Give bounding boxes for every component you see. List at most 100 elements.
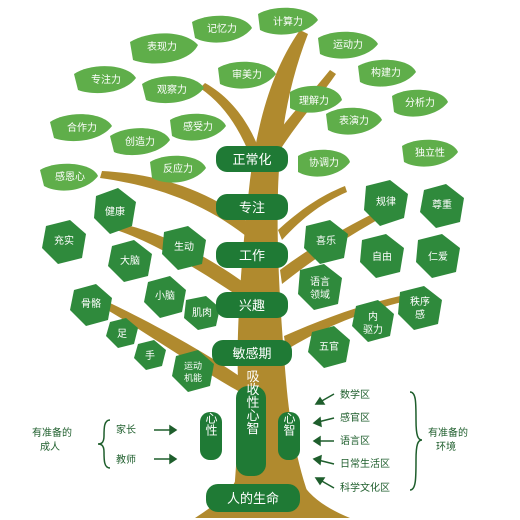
leaf-label: 肌肉 xyxy=(192,306,212,319)
leaf-zu: 足 xyxy=(106,318,138,348)
leaf-shou: 手 xyxy=(134,340,166,370)
leaf-label: 自由 xyxy=(372,250,392,263)
leaf-label: 运动 xyxy=(184,361,202,372)
leaf-label: 独立性 xyxy=(415,146,445,159)
leaf-label: 健康 xyxy=(105,205,125,218)
leaf-danao: 大脑 xyxy=(108,240,152,282)
inner-leaves: 健康 规律 尊重 充实 大脑 生动 喜乐 自由 xyxy=(42,180,464,392)
trunk-label-zhuanzhu: 专注 xyxy=(216,194,288,220)
leaf-label: 审美力 xyxy=(232,68,262,81)
leaf-xietiaoli: 协调力 xyxy=(298,149,350,177)
trunk-label-minganqi: 敏感期 xyxy=(212,340,292,366)
leaf-label: 内 xyxy=(368,310,378,323)
leaf-jirou: 肌肉 xyxy=(184,296,220,330)
svg-text:敏感期: 敏感期 xyxy=(232,346,271,362)
leaf-label: 合作力 xyxy=(67,121,97,134)
leaf-label: 驱力 xyxy=(363,323,383,336)
leaf-label: 喜乐 xyxy=(316,234,336,247)
leaf-chongshi: 充实 xyxy=(42,220,86,264)
leaf-label: 专注力 xyxy=(91,73,121,86)
svg-text:正常化: 正常化 xyxy=(232,153,271,168)
right-brace xyxy=(409,391,423,491)
leaf-label: 创造力 xyxy=(125,135,155,148)
leaf-ganenxin: 感恩心 xyxy=(40,163,98,191)
leaf-xiaonao: 小脑 xyxy=(144,276,186,318)
svg-text:工作: 工作 xyxy=(239,249,265,264)
svg-text:兴趣: 兴趣 xyxy=(239,299,265,314)
leaf-goujianli: 构建力 xyxy=(358,59,416,87)
trunk-label-xishouxingxinzhi: 吸收性心智 xyxy=(236,370,266,476)
leaf-guge: 骨骼 xyxy=(70,284,112,326)
env-area-sensorial: 感官区 xyxy=(340,411,370,424)
leaf-dulixing: 独立性 xyxy=(402,139,458,167)
trunk-label-xinxing: 心性 xyxy=(200,412,222,460)
leaf-shenmeili: 审美力 xyxy=(218,61,276,89)
svg-text:心性: 心性 xyxy=(204,412,218,437)
env-area-practical-life: 日常生活区 xyxy=(340,457,390,470)
leaf-ziyou: 自由 xyxy=(360,234,404,278)
leaf-guanchali: 观察力 xyxy=(142,76,204,104)
leaf-label: 充实 xyxy=(54,234,74,247)
leaf-guilv: 规律 xyxy=(364,180,408,226)
leaf-label: 生动 xyxy=(174,240,194,253)
left-item-teachers: 教师 xyxy=(116,453,136,466)
env-area-math: 数学区 xyxy=(340,388,370,401)
leaf-label: 记忆力 xyxy=(207,22,237,35)
leaf-label: 规律 xyxy=(376,195,396,208)
leaf-label: 秩序 xyxy=(410,295,430,308)
leaf-hezuoli: 合作力 xyxy=(50,114,112,142)
outer-leaves: 表现力 记忆力 计算力 运动力 专注力 观察力 审美力 构建力 xyxy=(40,7,458,191)
leaf-label: 协调力 xyxy=(309,156,339,169)
leaf-label: 手 xyxy=(145,349,155,362)
trunk-label-xinzhi: 心智 xyxy=(278,412,300,460)
leaf-label: 感受力 xyxy=(183,120,213,133)
svg-text:人的生命: 人的生命 xyxy=(227,491,279,507)
leaf-label: 仁爱 xyxy=(428,250,448,263)
leaf-label: 小脑 xyxy=(155,289,175,302)
leaf-jiyili: 记忆力 xyxy=(192,15,252,43)
leaf-renai: 仁爱 xyxy=(416,234,460,278)
leaf-fanyingli: 反应力 xyxy=(150,155,206,183)
right-side-prepared-environment: 数学区 感官区 语言区 日常生活区 科学文化区 有准备的 环境 xyxy=(312,388,468,494)
leaf-yundongli: 运动力 xyxy=(318,31,378,59)
leaf-label: 感 xyxy=(415,308,425,321)
svg-text:心智: 心智 xyxy=(282,412,296,437)
trunk-label-rendeshengming: 人的生命 xyxy=(206,484,300,512)
leaf-label: 分析力 xyxy=(405,96,435,109)
trunk-label-xingqu: 兴趣 xyxy=(216,292,288,318)
leaf-lijieli: 理解力 xyxy=(290,85,342,113)
leaf-label: 领域 xyxy=(310,288,330,301)
leaf-ganshouli: 感受力 xyxy=(170,113,226,141)
leaf-label: 运动力 xyxy=(333,38,363,51)
left-title-line2: 成人 xyxy=(40,441,60,453)
leaf-zhuyili: 专注力 xyxy=(74,66,136,94)
leaf-neiqu: 内 驱力 xyxy=(352,300,394,342)
leaf-label: 表演力 xyxy=(339,114,369,127)
leaf-label: 尊重 xyxy=(432,198,452,211)
leaf-zunzhong: 尊重 xyxy=(420,184,464,228)
right-title-line1: 有准备的 xyxy=(428,426,468,439)
leaf-biaoyanli: 表演力 xyxy=(326,107,382,135)
leaf-yundongjineng: 运动 机能 xyxy=(172,350,214,392)
left-side-prepared-adult: 有准备的 成人 家长 教师 xyxy=(32,419,178,469)
leaf-label: 观察力 xyxy=(157,83,187,96)
svg-text:吸收性心智: 吸收性心智 xyxy=(244,370,260,435)
leaf-label: 计算力 xyxy=(273,15,303,28)
leaf-zhixugan: 秩序 感 xyxy=(398,286,442,330)
leaf-fenxili: 分析力 xyxy=(392,89,448,117)
leaf-biaoxianli: 表现力 xyxy=(130,33,198,64)
env-area-science-culture: 科学文化区 xyxy=(340,481,390,494)
leaf-label: 理解力 xyxy=(299,94,329,107)
right-title-line2: 环境 xyxy=(436,440,456,453)
leaf-label: 表现力 xyxy=(147,40,177,53)
trunk-labels: 正常化 专注 工作 兴趣 敏感期 吸收性心智 心性 心智 xyxy=(200,146,300,512)
leaf-label: 大脑 xyxy=(120,254,140,267)
leaf-label: 足 xyxy=(117,328,127,340)
trunk-label-gongzuo: 工作 xyxy=(216,242,288,268)
leaf-jiankang: 健康 xyxy=(94,188,136,234)
leaf-shengdong: 生动 xyxy=(162,226,206,270)
leaf-label: 骨骼 xyxy=(81,297,101,310)
leaf-label: 感恩心 xyxy=(55,170,85,183)
